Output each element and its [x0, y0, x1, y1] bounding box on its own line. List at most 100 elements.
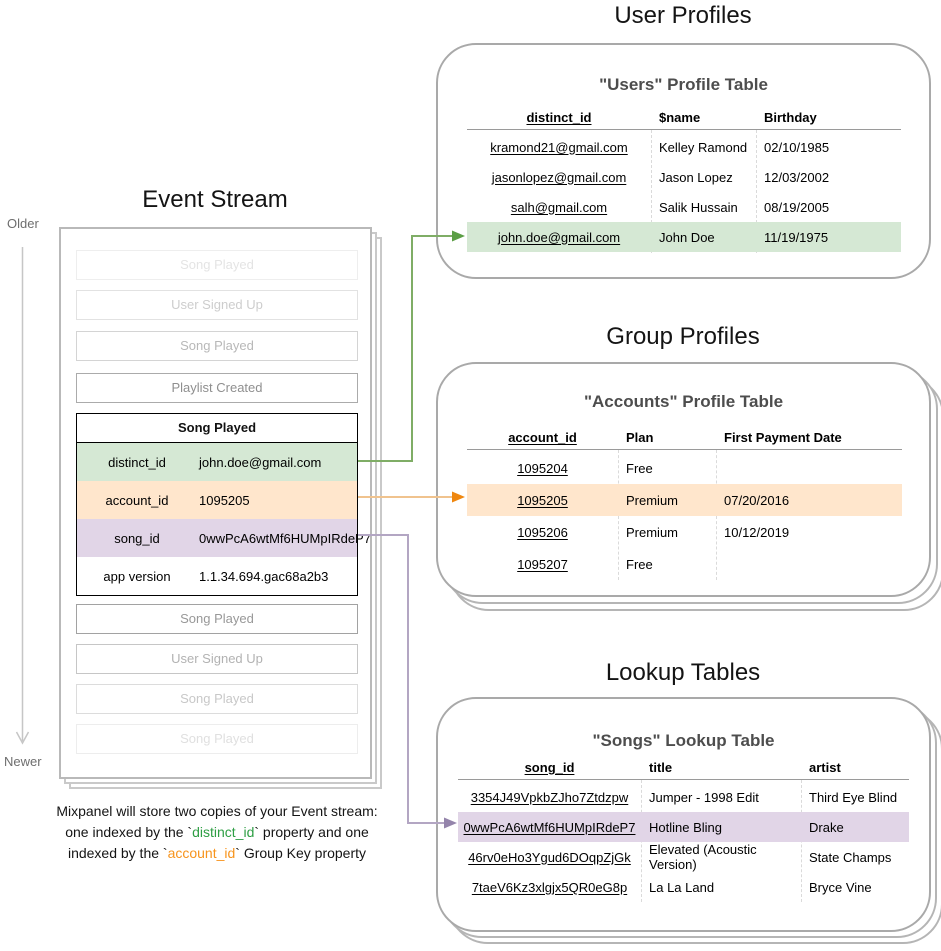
cell-title: Elevated (Acoustic Version) [649, 842, 757, 872]
cell-title: La La Land [649, 879, 715, 895]
accounts-profile-card: "Accounts" Profile Table account_id Plan… [436, 362, 931, 597]
header-divider [467, 449, 902, 450]
table-row-highlighted: john.doe@gmail.com John Doe 11/19/1975 [467, 222, 901, 252]
cell-account-id: 1095204 [517, 460, 568, 476]
table-row: salh@gmail.com Salik Hussain 08/19/2005 [467, 192, 901, 222]
cell-first-payment: 10/12/2019 [724, 524, 790, 540]
event-item: Song Played [76, 250, 358, 280]
property-row-app-version: app version 1.1.34.694.gac68a2b3 [77, 557, 357, 595]
cell-birthday: 11/19/1975 [764, 229, 829, 245]
event-item: User Signed Up [76, 644, 358, 674]
table-row: 1095204 Free [467, 452, 902, 484]
cell-first-payment: 07/20/2016 [724, 492, 790, 508]
column-header: account_id [508, 429, 577, 445]
cell-name: Kelley Ramond [659, 139, 748, 155]
caption-text: indexed by the ` [67, 845, 168, 861]
caption-line: Mixpanel will store two copies of your E… [22, 801, 412, 822]
cell-plan: Premium [626, 524, 679, 540]
cell-distinct-id: kramond21@gmail.com [490, 139, 628, 155]
distinct-id-code: distinct_id [192, 824, 255, 840]
cell-plan: Free [626, 460, 653, 476]
property-value: 0wwPcA6wtMf6HUMpIRdeP7 [199, 530, 371, 546]
table-row-highlighted: 1095205 Premium 07/20/2016 [467, 484, 902, 516]
cell-distinct-id: salh@gmail.com [510, 199, 608, 215]
cell-account-id: 1095207 [517, 556, 568, 572]
songs-lookup-card: "Songs" Lookup Table song_id title artis… [436, 697, 931, 932]
timeline-arrow [15, 247, 30, 745]
cell-artist: Third Eye Blind [809, 789, 898, 805]
users-table-header: distinct_id $name Birthday [467, 107, 901, 127]
cell-name: Salik Hussain [659, 199, 738, 215]
cell-name: John Doe [659, 229, 715, 245]
selected-event-name: Song Played [77, 414, 357, 443]
newer-label: Newer [4, 754, 42, 769]
column-header: Birthday [764, 109, 817, 125]
event-item: Song Played [76, 331, 358, 361]
event-item: User Signed Up [76, 290, 358, 320]
users-table-title: "Users" Profile Table [599, 75, 768, 94]
cell-distinct-id: john.doe@gmail.com [497, 229, 621, 245]
column-divider [756, 130, 757, 253]
songs-table-header: song_id title artist [458, 757, 909, 777]
caption-text: one indexed by the ` [65, 824, 193, 840]
table-row: 1095207 Free [467, 548, 902, 580]
property-value: 1095205 [199, 492, 250, 508]
cell-account-id: 1095206 [517, 524, 568, 540]
cell-song-id: 3354J49VpkbZJho7Ztdzpw [470, 789, 629, 805]
property-key: distinct_id [108, 454, 166, 470]
account-id-code: account_id [167, 845, 236, 861]
cell-plan: Free [626, 556, 653, 572]
cell-artist: Drake [809, 819, 844, 835]
event-stream-panel: Song Played User Signed Up Song Played P… [59, 227, 372, 779]
users-profile-card: "Users" Profile Table distinct_id $name … [436, 43, 931, 279]
property-value: 1.1.34.694.gac68a2b3 [199, 568, 329, 584]
songs-table-title: "Songs" Lookup Table [592, 731, 775, 750]
cell-birthday: 08/19/2005 [764, 199, 830, 215]
table-row: 7taeV6Kz3xlgjx5QR0eG8p La La Land Bryce … [458, 872, 909, 902]
cell-title: Jumper - 1998 Edit [649, 789, 759, 805]
header-divider [467, 129, 901, 130]
cell-song-id: 46rv0eHo3Ygud6DOqpZjGk [468, 849, 631, 865]
older-label: Older [7, 216, 39, 231]
property-key: account_id [105, 492, 169, 508]
cell-title: Hotline Bling [649, 819, 722, 835]
cell-song-id: 7taeV6Kz3xlgjx5QR0eG8p [471, 879, 628, 895]
table-row-highlighted: 0wwPcA6wtMf6HUMpIRdeP7 Hotline Bling Dra… [458, 812, 909, 842]
caption-line: indexed by the `account_id` Group Key pr… [22, 843, 412, 864]
property-row-account-id: account_id 1095205 [77, 481, 357, 519]
cell-distinct-id: jasonlopez@gmail.com [491, 169, 627, 185]
caption-text: ` property and one [254, 824, 369, 840]
cell-name: Jason Lopez [659, 169, 733, 185]
column-header: First Payment Date [724, 429, 842, 445]
event-item: Song Played [76, 604, 358, 634]
event-item: Song Played [76, 684, 358, 714]
caption-line: one indexed by the `distinct_id` propert… [22, 822, 412, 843]
event-item: Song Played [76, 724, 358, 754]
table-row: jasonlopez@gmail.com Jason Lopez 12/03/2… [467, 162, 901, 192]
cell-birthday: 02/10/1985 [764, 139, 830, 155]
property-value: john.doe@gmail.com [199, 454, 322, 470]
property-key: app version [103, 568, 171, 584]
column-header: song_id [524, 759, 575, 775]
table-row: 46rv0eHo3Ygud6DOqpZjGk Elevated (Acousti… [458, 842, 909, 872]
column-header: $name [659, 109, 701, 125]
caption-text: Mixpanel will store two copies of your E… [56, 803, 378, 819]
selected-event-card: Song Played distinct_id john.doe@gmail.c… [76, 413, 371, 596]
column-header: title [649, 759, 673, 775]
event-item: Playlist Created [76, 373, 358, 403]
event-stream-title: Event Stream [142, 186, 288, 213]
property-row-song-id: song_id 0wwPcA6wtMf6HUMpIRdeP7 [77, 519, 371, 557]
cell-artist: State Champs [809, 849, 892, 865]
table-row: 1095206 Premium 10/12/2019 [467, 516, 902, 548]
caption: Mixpanel will store two copies of your E… [22, 801, 412, 864]
caption-text: ` Group Key property [235, 845, 367, 861]
accounts-table-header: account_id Plan First Payment Date [467, 427, 902, 447]
cell-birthday: 12/03/2002 [764, 169, 830, 185]
property-key: song_id [114, 530, 160, 546]
property-row-distinct-id: distinct_id john.doe@gmail.com [77, 443, 357, 481]
column-header: Plan [626, 429, 654, 445]
header-divider [458, 779, 909, 780]
column-divider [651, 130, 652, 253]
cell-artist: Bryce Vine [809, 879, 872, 895]
